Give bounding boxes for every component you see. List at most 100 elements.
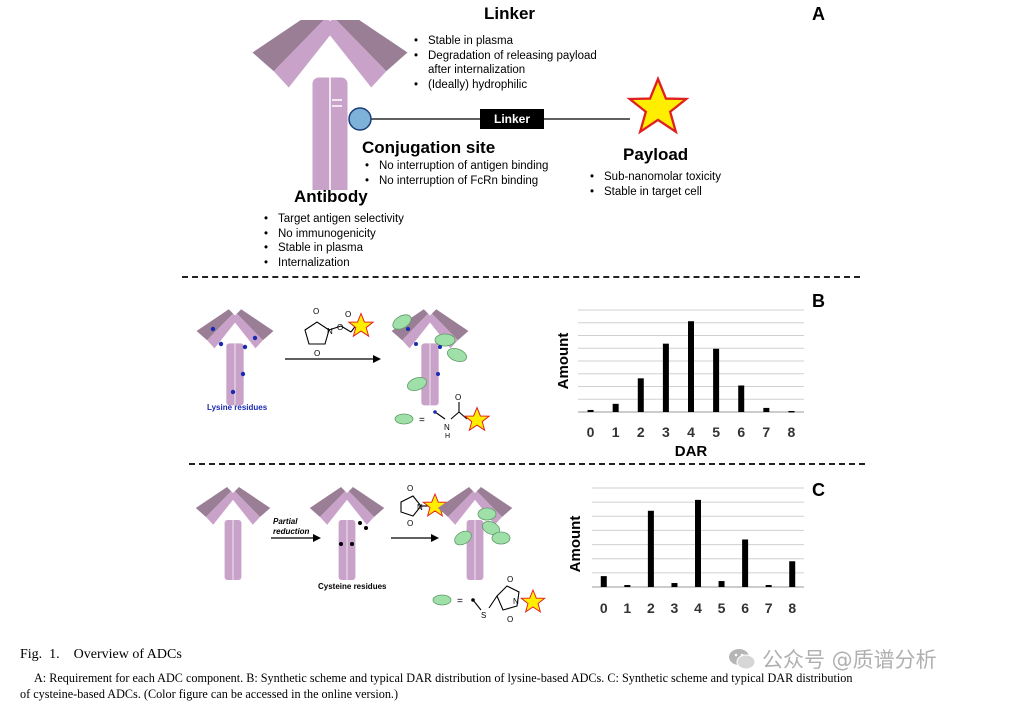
linker-points: Stable in plasma Degradation of releasin… [414,34,597,92]
svg-text:O: O [345,310,351,319]
svg-text:=: = [457,596,463,607]
dar-bar-2 [637,378,644,412]
dar-bar-3 [671,583,678,587]
x-tick-6: 6 [737,424,745,440]
linker-box [480,109,544,129]
svg-text:O: O [314,349,320,358]
y-axis-label: Amount [555,333,572,390]
svg-text:O: O [407,484,413,493]
x-tick-7: 7 [762,424,770,440]
antibody-point: Target antigen selectivity [264,212,404,227]
dar-bar-1 [612,403,619,412]
svg-text:N: N [327,327,333,336]
x-tick-5: 5 [712,424,720,440]
payload-blobs-b [392,314,468,391]
x-tick-1: 1 [623,600,631,616]
x-tick-8: 8 [788,600,796,616]
caption-line-2: of cysteine-based ADCs. (Color figure ca… [20,687,399,701]
partial-reduction-label: Partial reduction [273,517,309,537]
figure-label: Fig. 1. Overview of ADCs [20,647,182,662]
dar-bar-6 [738,385,745,412]
x-tick-0: 0 [600,600,608,616]
linker-title: Linker [484,4,536,23]
linker-box-label: Linker [493,112,530,126]
dar-bar-0 [600,576,607,587]
x-tick-2: 2 [637,424,645,440]
conjugation-linker-payload-graphic [348,77,688,133]
svg-text:H: H [445,433,450,440]
divider-ab [182,276,860,278]
svg-text:O: O [313,307,319,316]
cysteine-dots [339,521,368,546]
dar-bar-1 [624,585,631,587]
conjugation-site-title: Conjugation site [362,138,496,157]
dar-bar-4 [688,321,694,412]
svg-text:O: O [407,519,413,528]
linker-point: after internalization [414,63,597,78]
x-tick-6: 6 [741,600,749,616]
payload-blobs-c [454,507,511,546]
svg-text:=: = [419,415,425,426]
x-tick-3: 3 [662,424,670,440]
panel-a-label: A [812,4,825,24]
dar-bar-4 [695,499,701,587]
caption-line-1: A: Requirement for each ADC component. B… [34,671,853,685]
dar-bar-6 [742,539,749,587]
payload-points: Sub-nanomolar toxicity Stable in target … [590,170,721,199]
partial-reduction-line2: reduction [273,527,310,536]
panel-b-label: B [812,291,825,311]
svg-text:O: O [507,575,513,584]
x-axis-label: DAR [675,443,708,460]
conjugation-point: No interruption of FcRn binding [365,174,548,189]
svg-text:O: O [337,323,343,332]
payload-point: Stable in target cell [590,185,721,200]
panel-c-label: C [812,480,825,500]
x-tick-2: 2 [647,600,655,616]
svg-text:N: N [417,503,423,512]
wechat-icon [729,649,756,670]
antibody-points: Target antigen selectivity No immunogeni… [264,212,404,270]
x-tick-4: 4 [687,424,695,440]
svg-text:S: S [481,611,486,620]
dar-bar-5 [713,348,720,412]
x-tick-3: 3 [671,600,679,616]
cysteine-scheme: O O N = S O O N [195,484,546,624]
conjugation-point: No interruption of antigen binding [365,159,548,174]
linker-point: Stable in plasma [414,34,597,49]
divider-bc [189,463,865,465]
x-tick-7: 7 [765,600,773,616]
maleimide-structure [400,495,429,517]
lysine-residues-label: Lysine residues [207,403,268,412]
antibody-title: Antibody [294,187,368,206]
dar-bar-5 [718,581,725,587]
watermark: 公众号 @质谱分析 [728,644,937,674]
partial-reduction-line1: Partial [273,517,298,526]
antibody-point: No immunogenicity [264,227,404,242]
linker-point-cont: after internalization [428,64,526,76]
conjugation-site-points: No interruption of antigen binding No in… [365,159,548,188]
linker-point: Degradation of releasing payload [414,49,597,64]
x-tick-8: 8 [788,424,796,440]
svg-text:O: O [455,393,461,402]
dar-bar-2 [647,510,654,587]
x-tick-1: 1 [612,424,620,440]
dar-bar-7 [765,585,772,587]
svg-text:N: N [513,597,519,606]
svg-text:N: N [444,423,450,432]
dar-bar-8 [788,410,795,413]
antibody-point: Internalization [264,256,404,271]
payload-title: Payload [623,145,689,164]
y-axis-label: Amount [567,516,584,573]
x-tick-0: 0 [587,424,595,440]
lysine-scheme: O O N O O = N H O [196,307,490,440]
payload-point: Sub-nanomolar toxicity [590,170,721,185]
cysteine-residues-label: Cysteine residues [318,582,387,591]
antibody-figure-a [251,20,409,190]
antibody-point: Stable in plasma [264,241,404,256]
watermark-text: 公众号 @质谱分析 [762,648,937,672]
linker-point: (Ideally) hydrophilic [414,78,597,93]
svg-text:O: O [507,615,513,624]
dar-bar-3 [662,343,669,412]
